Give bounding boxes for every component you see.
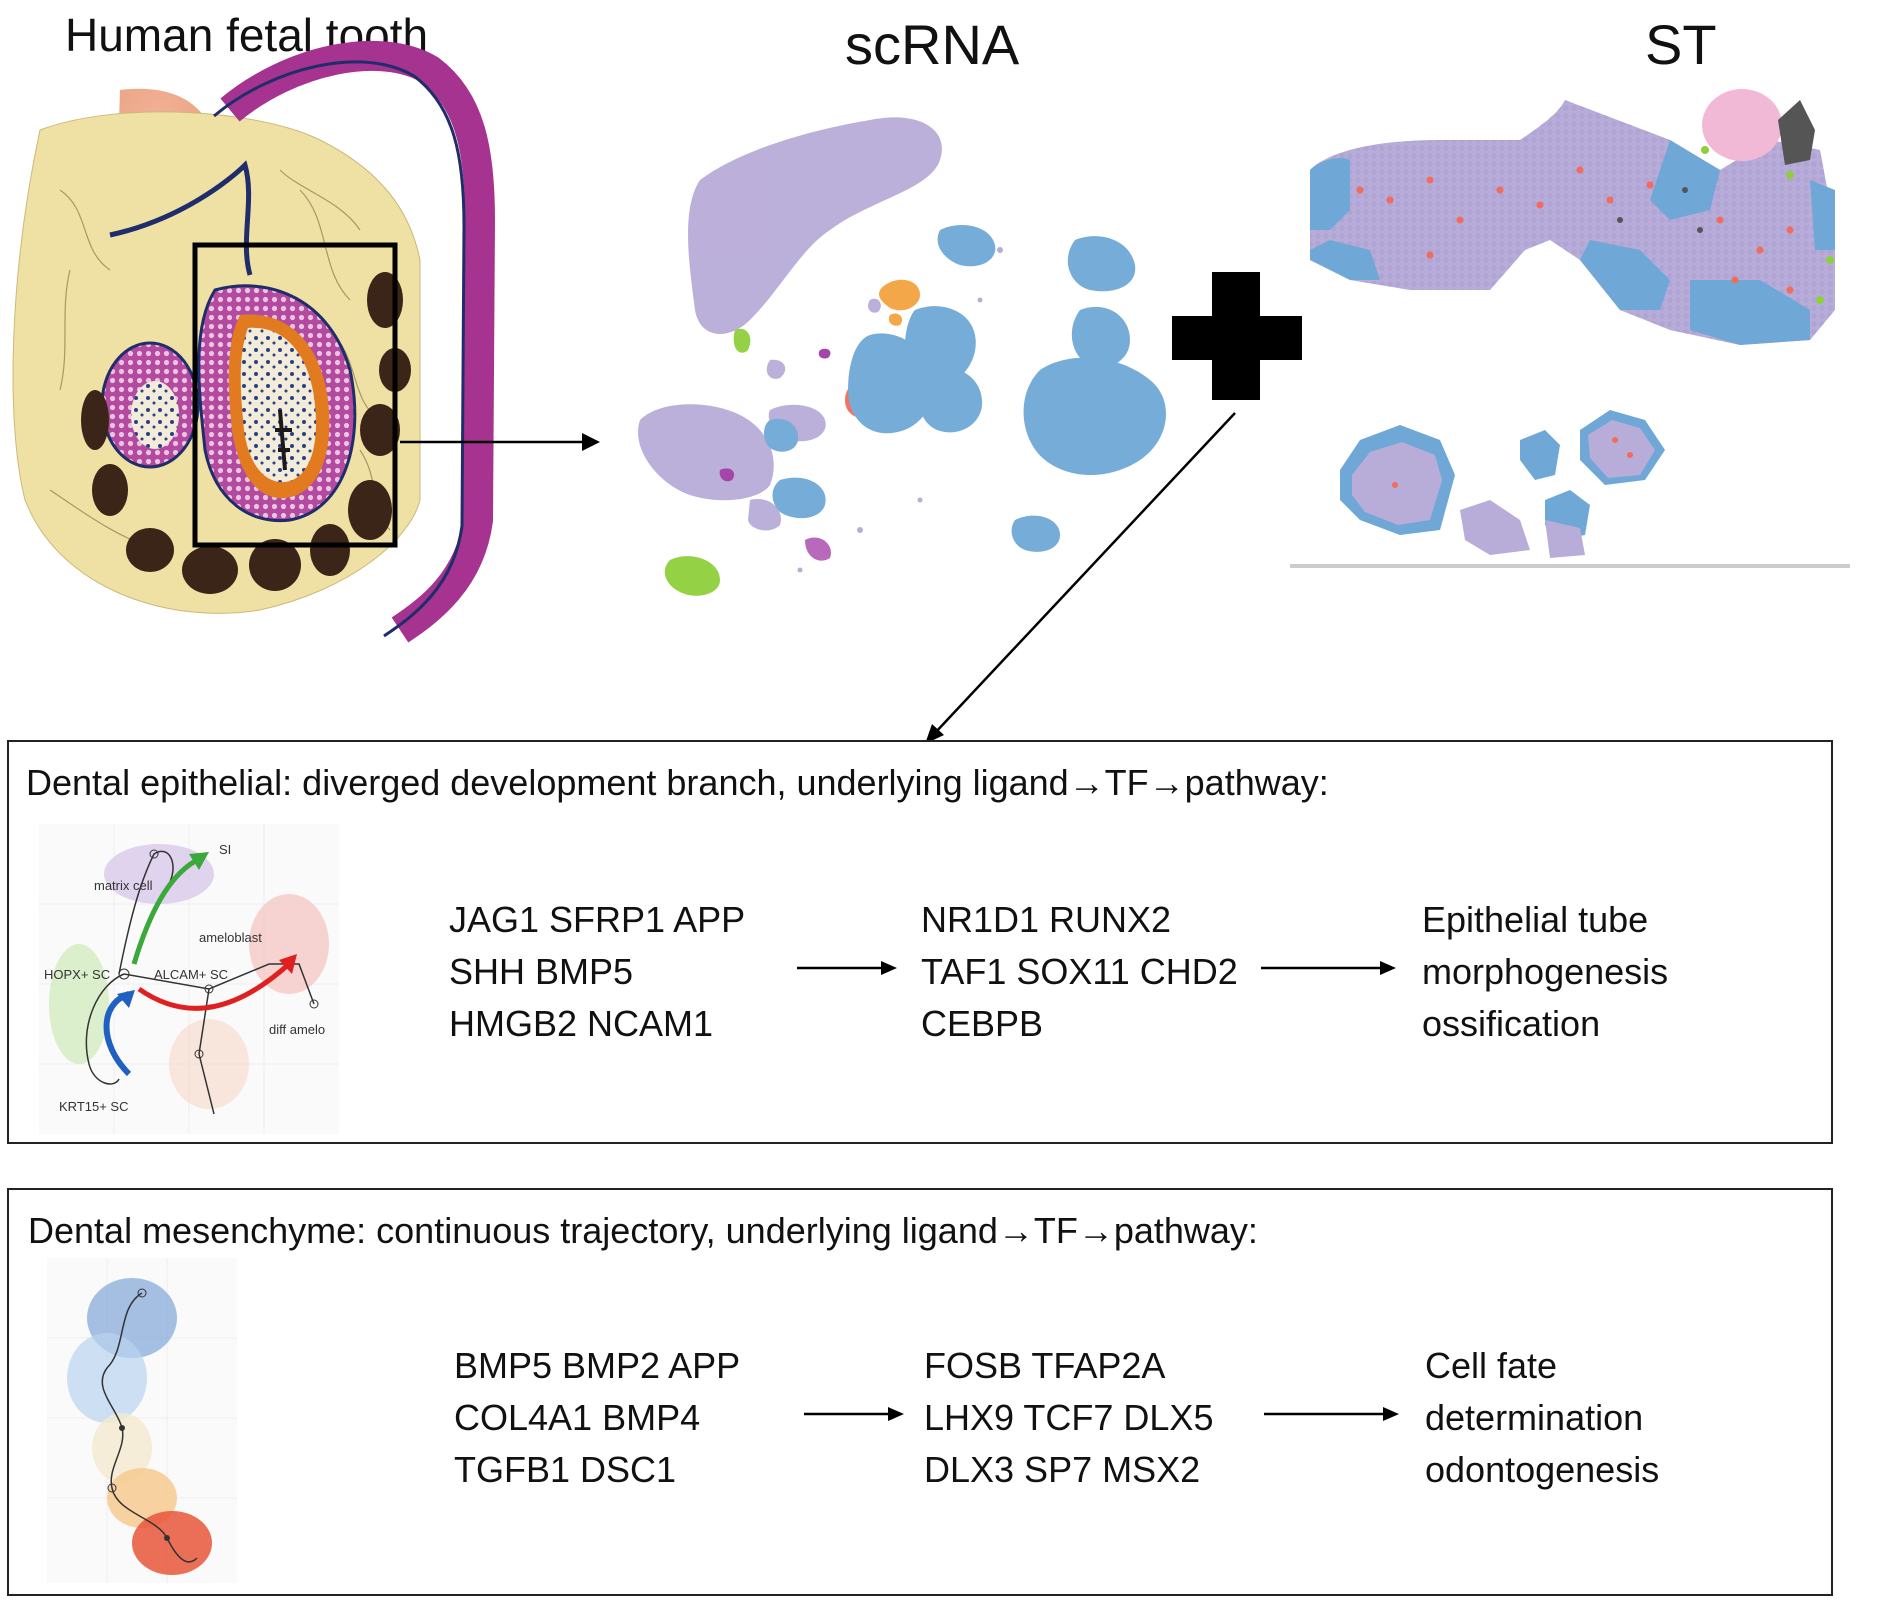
tooth-illustration (12, 40, 496, 643)
ligand-line: BMP5 BMP2 APP (454, 1345, 741, 1386)
ligand-line: HMGB2 NCAM1 (449, 1003, 714, 1044)
tf-line: FOSB TFAP2A (924, 1345, 1166, 1386)
mesenchyme-title: Dental mesenchyme: continuous trajectory… (28, 1210, 1258, 1251)
scrna-umap (638, 117, 1167, 596)
arrow-plus-to-epithelial (925, 412, 1236, 744)
pathway-line: determination (1425, 1397, 1644, 1438)
mesenchyme-tfs: FOSB TFAP2A LHX9 TCF7 DLX5 DLX3 SP7 MSX2 (924, 1340, 1213, 1496)
epithelial-title: Dental epithelial: diverged development … (26, 762, 1329, 803)
tf-line: NR1D1 RUNX2 (921, 899, 1172, 940)
arrow-tf-to-pathway (1261, 961, 1396, 975)
label-krt15-sc: KRT15+ SC (59, 1099, 129, 1114)
label-hopx-sc: HOPX+ SC (44, 967, 110, 982)
tf-line: DLX3 SP7 MSX2 (924, 1449, 1201, 1490)
pathway-line: odontogenesis (1425, 1449, 1660, 1490)
pathway-line: ossification (1422, 1003, 1601, 1044)
mesenchyme-trajectory-plot (47, 1258, 237, 1583)
ligand-line: TGFB1 DSC1 (454, 1449, 677, 1490)
tf-line: LHX9 TCF7 DLX5 (924, 1397, 1214, 1438)
pathway-line: Epithelial tube (1422, 899, 1649, 940)
mesenchyme-pathways: Cell fate determination odontogenesis (1425, 1340, 1659, 1496)
pathway-line: morphogenesis (1422, 951, 1669, 992)
label-alcam-sc: ALCAM+ SC (154, 967, 228, 982)
ligand-line: SHH BMP5 (449, 951, 634, 992)
tf-line: CEBPB (921, 1003, 1044, 1044)
arrow-tf-to-pathway (1264, 1407, 1399, 1421)
plus-icon (1172, 272, 1302, 400)
epithelial-tfs: NR1D1 RUNX2 TAF1 SOX11 CHD2 CEBPB (921, 894, 1238, 1050)
scrna-header: scRNA (845, 13, 1020, 76)
arrow-ligand-to-tf (804, 1407, 904, 1421)
pathway-line: Cell fate (1425, 1345, 1558, 1386)
ligand-line: JAG1 SFRP1 APP (449, 899, 746, 940)
arrow-tooth-to-scrna (400, 433, 600, 451)
epithelial-pathways: Epithelial tube morphogenesis ossificati… (1422, 894, 1668, 1050)
mesenchyme-box: Dental mesenchyme: continuous trajectory… (7, 1188, 1833, 1596)
st-spatial-map (1290, 89, 1850, 568)
tf-line: TAF1 SOX11 CHD2 (921, 951, 1238, 992)
label-si: SI (219, 842, 231, 857)
mesenchyme-ligands: BMP5 BMP2 APP COL4A1 BMP4 TGFB1 DSC1 (454, 1340, 740, 1496)
epithelial-ligands: JAG1 SFRP1 APP SHH BMP5 HMGB2 NCAM1 (449, 894, 745, 1050)
epithelial-trajectory-plot: matrix cell SI ameloblast HOPX+ SC ALCAM… (39, 824, 339, 1134)
epithelial-box: Dental epithelial: diverged development … (7, 740, 1833, 1144)
label-diff-amelo: diff amelo (269, 1022, 325, 1037)
arrow-ligand-to-tf (797, 961, 897, 975)
st-header: ST (1645, 13, 1717, 76)
ligand-line: COL4A1 BMP4 (454, 1397, 701, 1438)
label-matrix-cell: matrix cell (94, 878, 153, 893)
label-ameloblast: ameloblast (199, 930, 262, 945)
